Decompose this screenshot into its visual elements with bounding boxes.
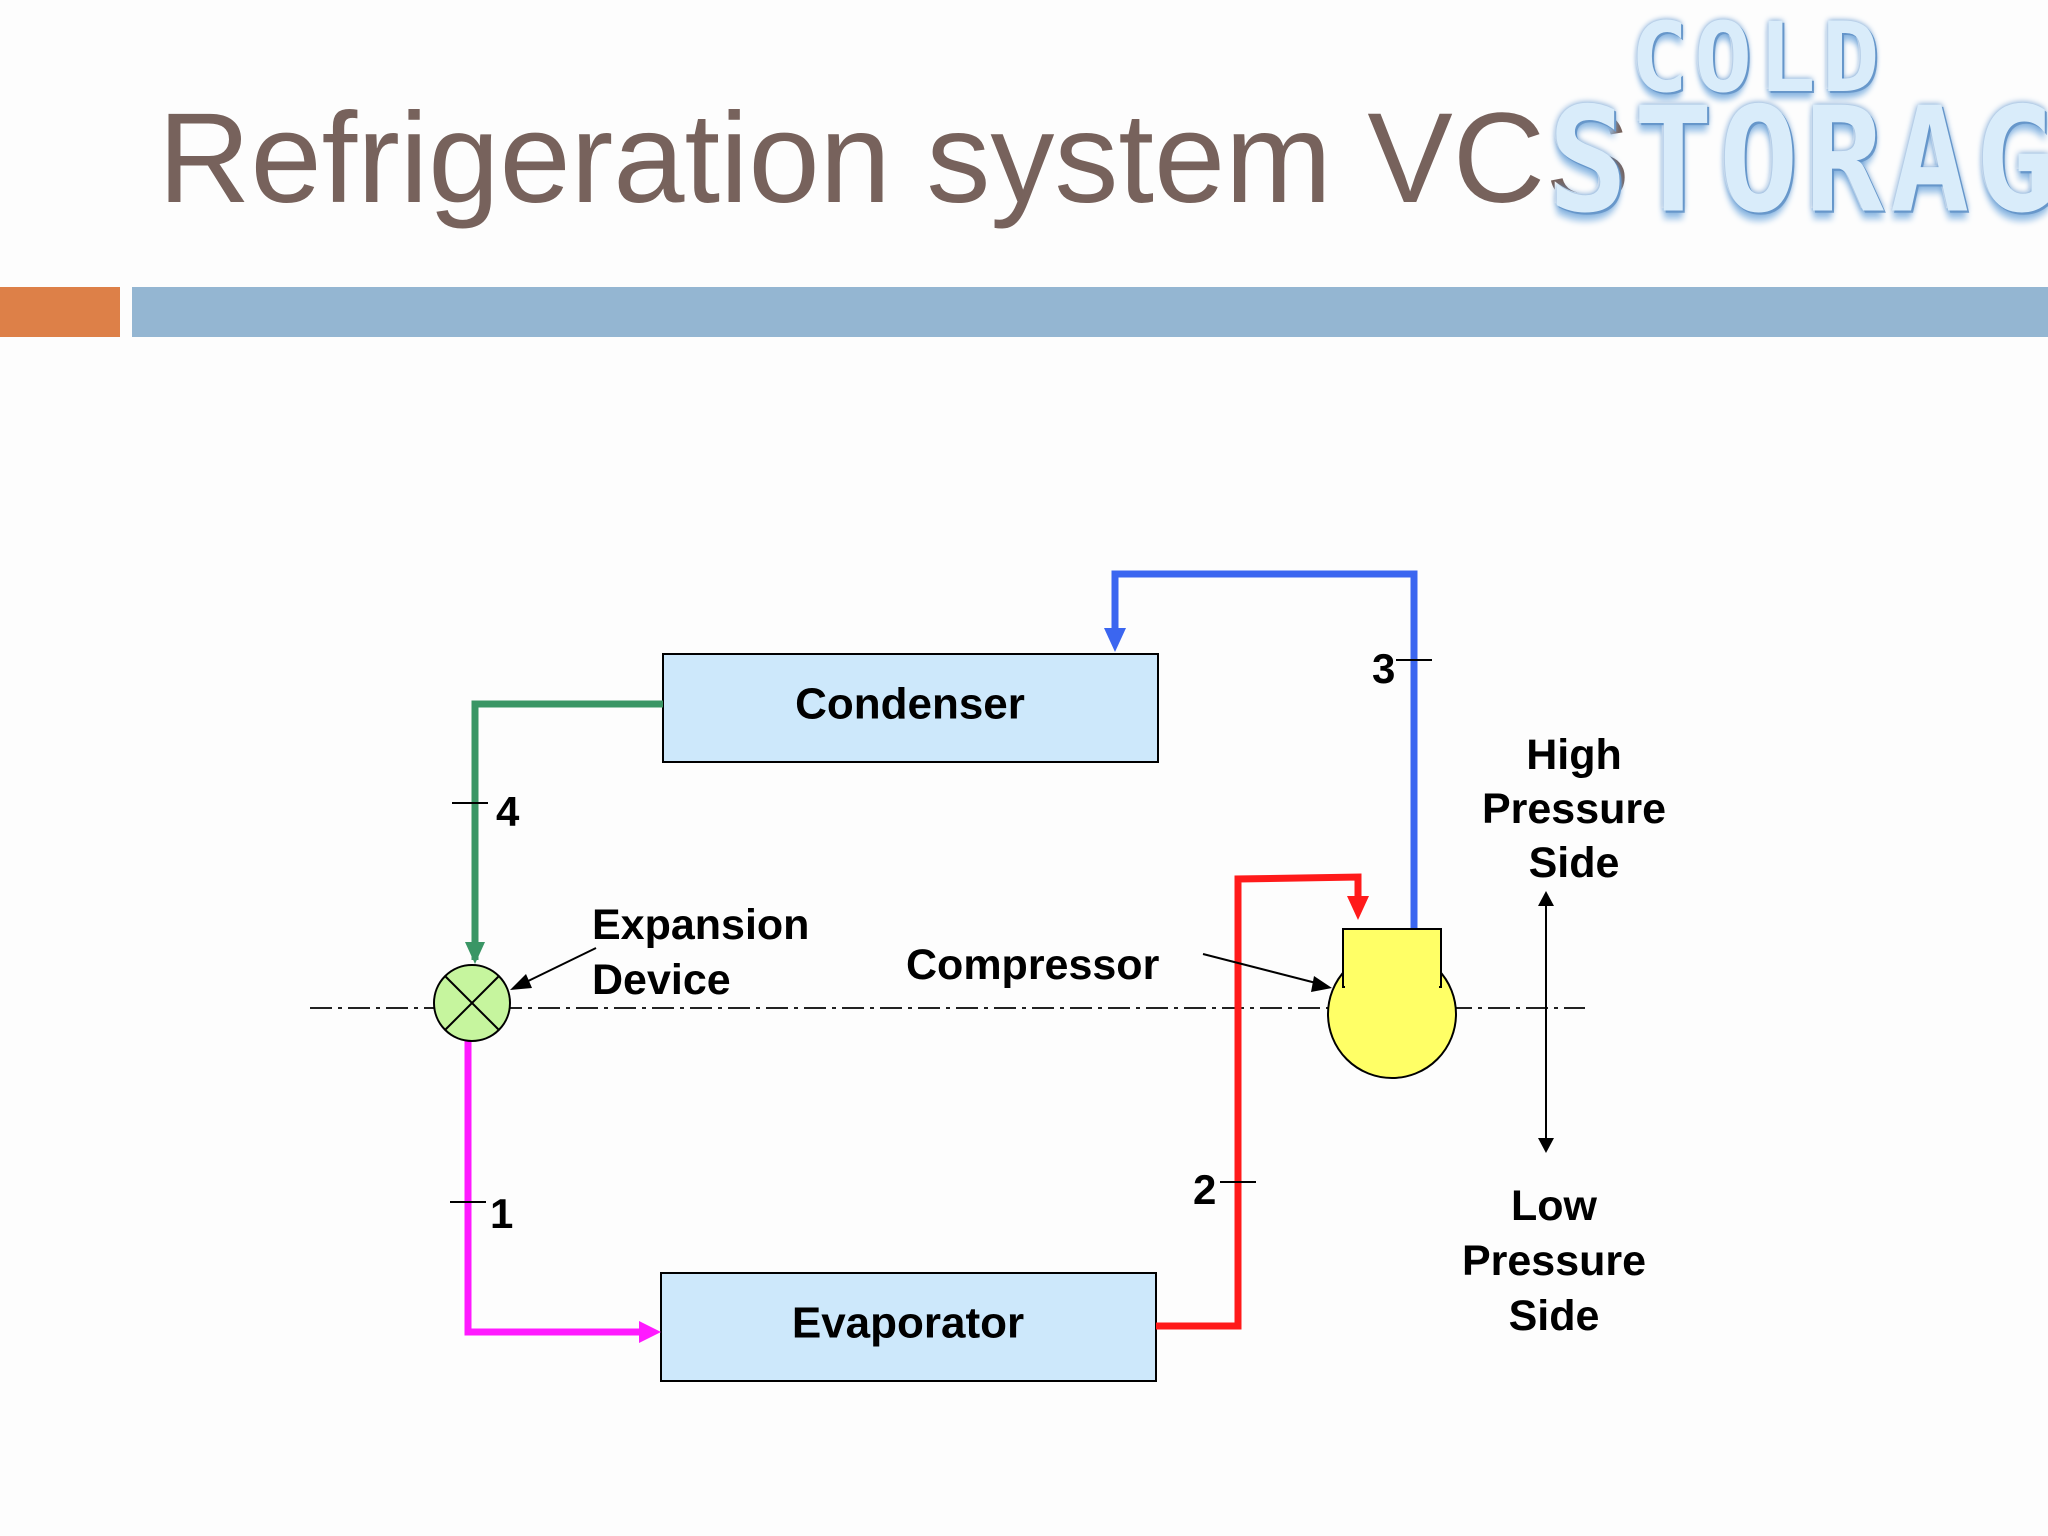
compressor-label: Compressor — [906, 941, 1160, 989]
logo-text-line1: COLD — [1630, 2, 1886, 114]
high-side-label-line3: Side — [1529, 839, 1620, 887]
arrowhead-to-evaporator — [639, 1321, 661, 1343]
expansion-cross-2 — [444, 975, 500, 1031]
high-side-label-line1: High — [1526, 731, 1622, 779]
compressor-pointer-head — [1311, 976, 1332, 992]
condenser-label: Condenser — [795, 680, 1025, 729]
header-divider-bar — [132, 287, 2048, 337]
slide-title: Refrigeration system VCS — [158, 87, 1631, 230]
compressor-head-fill — [1345, 975, 1439, 995]
pressure-arrow-down-head — [1538, 1138, 1554, 1153]
state-point-2: 2 — [1193, 1166, 1216, 1213]
low-side-label-line2: Pressure — [1462, 1237, 1646, 1285]
evaporator-label: Evaporator — [792, 1299, 1024, 1348]
state-point-4: 4 — [496, 788, 520, 835]
condenser-box — [662, 653, 1159, 763]
line-compressor-to-condenser — [1111, 570, 1418, 930]
compressor-pointer-line — [1202, 953, 1321, 985]
low-side-label-line1: Low — [1511, 1182, 1598, 1230]
evaporator-box — [660, 1272, 1157, 1382]
low-side-label-line3: Side — [1509, 1292, 1600, 1340]
expansion-pointer-line — [521, 947, 597, 985]
arrowhead-to-condenser — [1104, 628, 1126, 652]
cold-storage-logo: COLD STORAGE — [1548, 0, 2048, 290]
logo-text-line2: STORAGE — [1548, 76, 2048, 246]
expansion-pointer-head — [510, 974, 532, 990]
state-point-1: 1 — [490, 1190, 513, 1237]
line-evaporator-to-compressor — [1156, 873, 1362, 1330]
header-accent-bar — [0, 287, 120, 337]
line-condenser-to-expansion — [471, 700, 663, 960]
expansion-device-label-line2: Device — [592, 956, 731, 1004]
arrowhead-to-compressor — [1347, 896, 1369, 920]
high-side-label-line2: Pressure — [1482, 785, 1666, 833]
expansion-device-label-line1: Expansion — [592, 901, 809, 949]
state-point-3: 3 — [1372, 645, 1395, 692]
line-expansion-to-evaporator — [464, 1040, 645, 1336]
arrowhead-to-expansion — [465, 942, 485, 964]
pressure-arrow-up-head — [1538, 891, 1554, 906]
